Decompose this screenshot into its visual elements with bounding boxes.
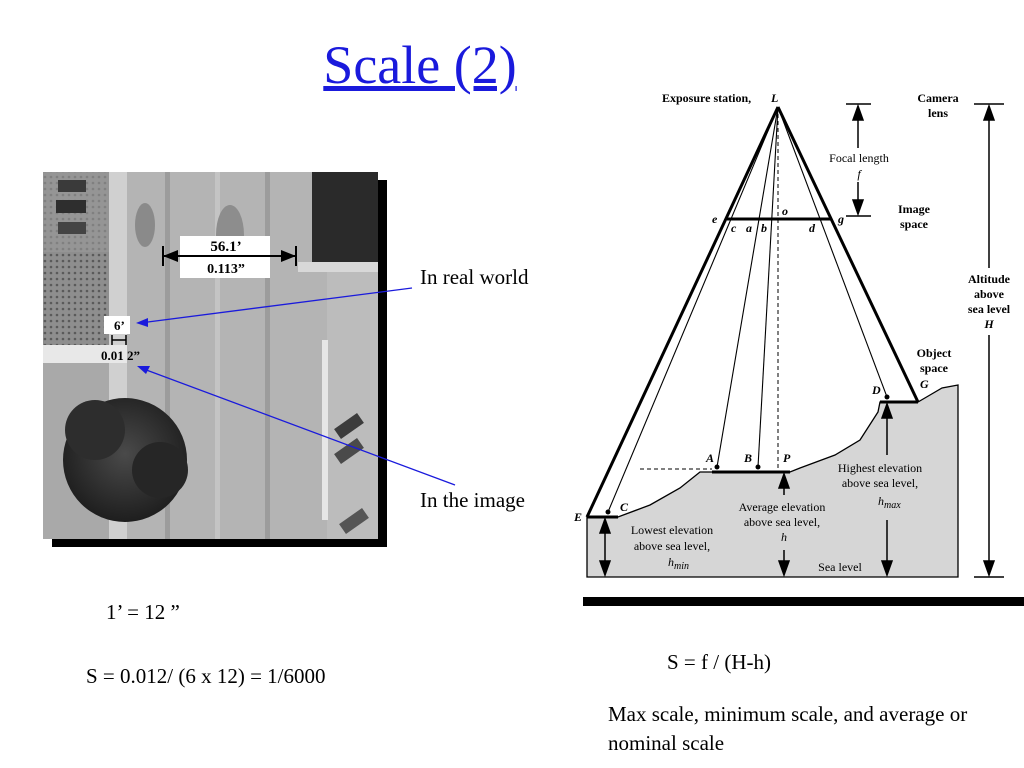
label-average-2: above sea level, (744, 515, 820, 529)
label-in-real-world: In real world (420, 265, 529, 289)
label-B: B (743, 451, 752, 465)
label-lowest-1: Lowest elevation (631, 523, 713, 537)
rays (607, 106, 888, 513)
terrain-profile (586, 384, 959, 578)
label-h-max: hmax (878, 494, 901, 511)
label-E: E (573, 510, 582, 524)
label-highest-2: above sea level, (842, 476, 918, 490)
label-d-small: d (809, 221, 816, 235)
scale-equation: S = 0.012/ (6 x 12) = 1/6000 (86, 664, 326, 688)
label-g: g (837, 212, 844, 226)
cone-left-edge (585, 106, 780, 518)
label-average-1: Average elevation (739, 500, 826, 514)
label-focal-length: Focal length (829, 151, 889, 165)
dimension-56-1: 56.1’ 0.113” (162, 236, 297, 278)
label-a-small: a (746, 221, 752, 235)
label-P: P (783, 451, 791, 465)
label-object-space-2: space (920, 361, 949, 375)
label-camera-lens-2: lens (928, 106, 948, 120)
label-image-space-2: space (900, 217, 929, 231)
h-min-arrow (598, 516, 612, 578)
label-f: f (857, 167, 862, 181)
label-in-the-image: In the image (420, 488, 525, 512)
label-object-space-1: Object (917, 346, 952, 360)
dimension-top-real: 56.1’ (210, 239, 241, 255)
label-camera-lens-1: Camera (917, 91, 958, 105)
label-highest-1: Highest elevation (838, 461, 922, 475)
dimension-6ft: 6’ 0.01 2” (101, 316, 140, 363)
pointer-lines (136, 287, 456, 486)
aerial-photo (43, 172, 378, 539)
label-h-avg: h (781, 530, 787, 544)
slide-title: Scale (2) (323, 35, 517, 95)
unit-equation: 1’ = 12 ” (106, 600, 180, 624)
pointer-image (140, 367, 456, 486)
ground-bar (583, 597, 1024, 606)
label-b-small: b (761, 221, 767, 235)
label-altitude-1: Altitude (968, 272, 1011, 286)
label-o: o (782, 204, 788, 218)
label-D: D (871, 383, 881, 397)
label-G: G (920, 377, 929, 391)
label-altitude-3: sea level (968, 302, 1011, 316)
cone-right-edge (776, 106, 920, 403)
label-L: L (770, 91, 778, 105)
label-image-space-1: Image (898, 202, 931, 216)
dimension-top-image: 0.113” (207, 262, 245, 277)
focal-length-arrow (846, 103, 871, 217)
pointer-real-world (139, 287, 413, 324)
label-h-min: hmin (668, 555, 689, 572)
dimension-small-real: 6’ (114, 318, 125, 333)
label-altitude-2: above (974, 287, 1005, 301)
h-max-arrow (880, 401, 894, 578)
dimension-small-image: 0.01 2” (101, 348, 140, 363)
scale-caption: Max scale, minimum scale, and average or… (608, 702, 968, 755)
label-H: H (983, 317, 994, 331)
label-C: C (620, 500, 629, 514)
scale-formula: S = f / (H-h) (667, 650, 771, 674)
altitude-arrow (974, 103, 1004, 578)
label-e: e (712, 212, 718, 226)
label-c-small: c (731, 221, 737, 235)
label-A: A (705, 451, 714, 465)
label-sea-level: Sea level (818, 560, 862, 574)
h-avg-arrow (777, 471, 791, 578)
label-lowest-2: above sea level, (634, 539, 710, 553)
label-exposure-station: Exposure station, (662, 91, 751, 105)
